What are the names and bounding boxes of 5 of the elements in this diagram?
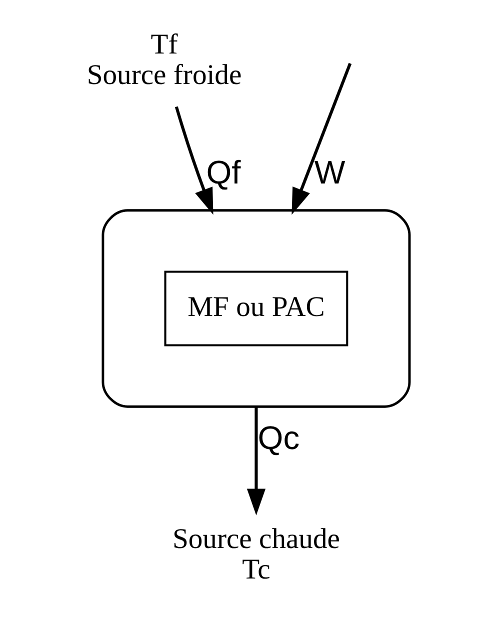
node-text: Source chaude Tc (172, 524, 340, 586)
edge-label: Qc (258, 419, 300, 456)
node-text: Tf Source froide (86, 29, 242, 92)
edge-label: Qf (206, 153, 241, 190)
edge-label: W (314, 153, 346, 190)
